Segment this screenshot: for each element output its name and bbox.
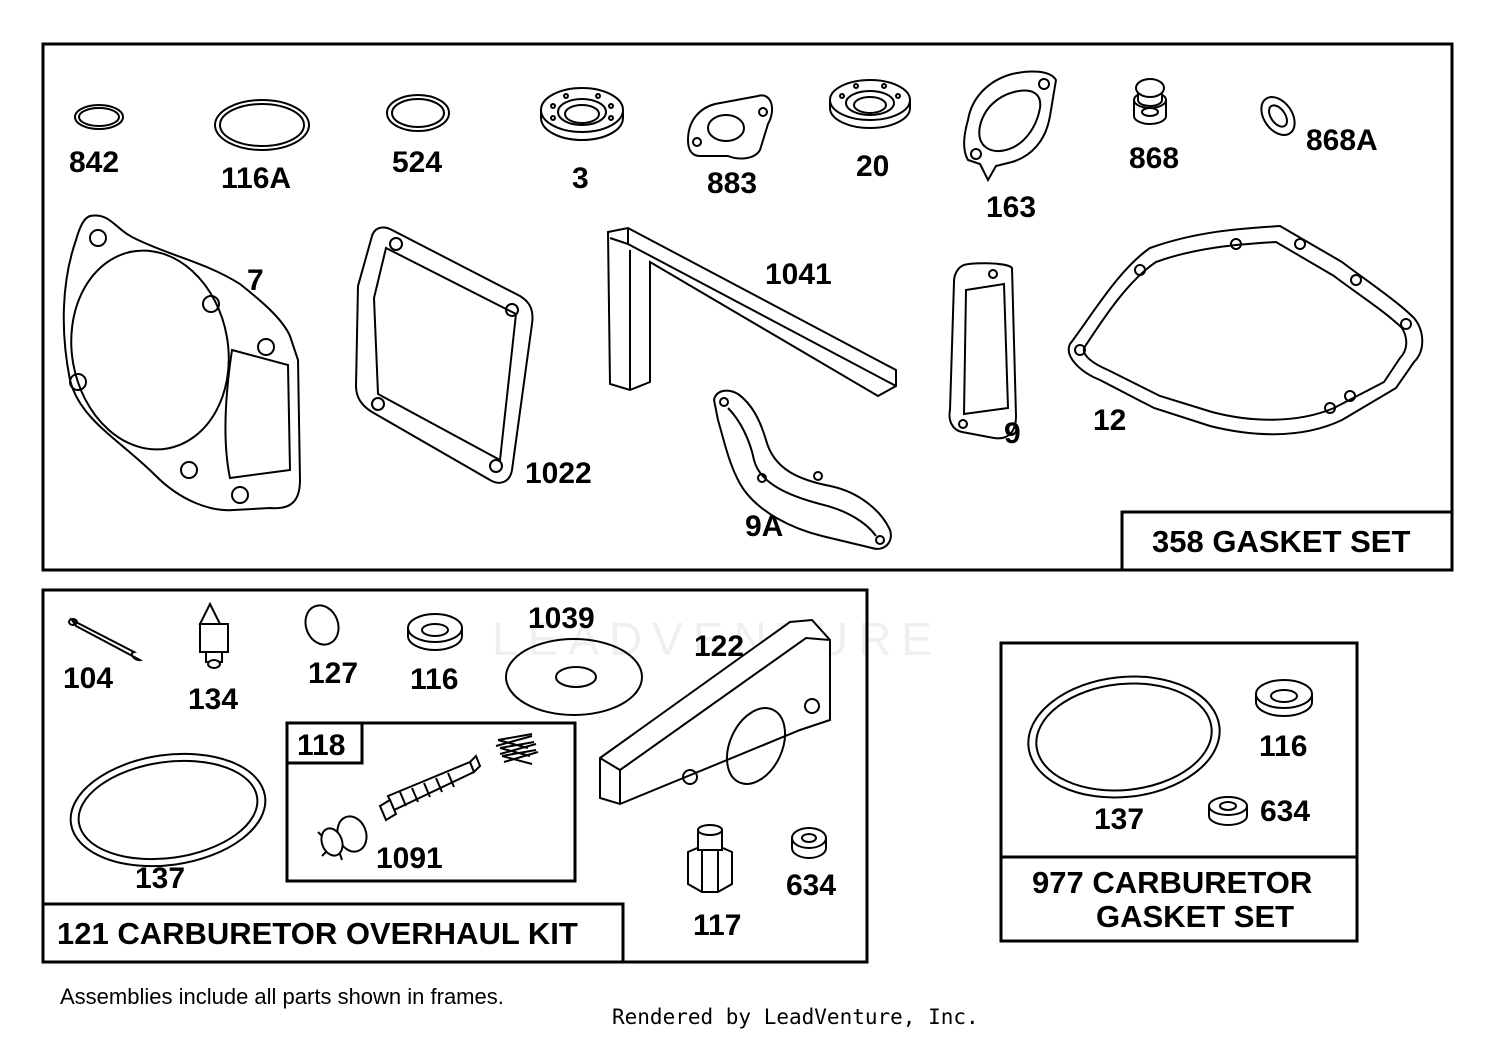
render-credit: Rendered by LeadVenture, Inc. bbox=[612, 1005, 979, 1029]
washer-868A-part bbox=[1260, 96, 1296, 136]
label-977-116: 116 bbox=[1259, 730, 1307, 763]
label-842: 842 bbox=[69, 146, 119, 179]
label-116: 116 bbox=[410, 663, 458, 696]
gasket-set-title-box bbox=[1120, 510, 1454, 572]
label-104: 104 bbox=[63, 662, 113, 695]
spacer-122-part bbox=[599, 618, 831, 806]
washer-977-634-part bbox=[1208, 796, 1248, 826]
spring-part bbox=[495, 733, 539, 765]
subassembly-118-frame bbox=[285, 721, 577, 883]
cap-868-part bbox=[1133, 78, 1167, 125]
label-9: 9 bbox=[1004, 417, 1021, 450]
gasket-12-part bbox=[1067, 224, 1424, 436]
seal-20-part bbox=[829, 79, 911, 129]
gasket-1022-part bbox=[354, 226, 534, 484]
label-122: 122 bbox=[694, 630, 744, 663]
gasket-163-part bbox=[963, 70, 1058, 183]
needle-134-part bbox=[198, 601, 229, 669]
carb-gasket-title-line2: GASKET SET bbox=[1096, 899, 1294, 934]
head-gasket-7-part bbox=[62, 214, 302, 512]
label-20: 20 bbox=[856, 150, 889, 183]
washer-977-116-part bbox=[1255, 679, 1313, 717]
gasket-9A-part bbox=[712, 389, 892, 550]
carb-kit-title: 121 CARBURETOR OVERHAUL KIT bbox=[57, 916, 578, 951]
plug-127-part bbox=[304, 604, 340, 646]
label-868: 868 bbox=[1129, 142, 1179, 175]
washer-116-part bbox=[407, 613, 463, 651]
carb-kit-title-box bbox=[41, 902, 625, 964]
oring-116A-part bbox=[214, 99, 310, 151]
label-127: 127 bbox=[308, 657, 358, 690]
label-1039: 1039 bbox=[528, 602, 595, 635]
label-116A: 116A bbox=[221, 162, 291, 195]
oring-524-part bbox=[386, 94, 450, 132]
label-1022: 1022 bbox=[525, 457, 592, 490]
label-134: 134 bbox=[188, 683, 238, 716]
limiter-cap-part bbox=[317, 815, 368, 861]
label-7: 7 bbox=[247, 264, 264, 297]
bracket-1041-part bbox=[606, 226, 897, 398]
assemblies-note: Assemblies include all parts shown in fr… bbox=[60, 984, 504, 1009]
gasket-9-part bbox=[948, 262, 1018, 440]
pin-104-part bbox=[68, 617, 144, 662]
label-883: 883 bbox=[707, 167, 757, 200]
gasket-set-title: 358 GASKET SET bbox=[1152, 524, 1410, 559]
label-12: 12 bbox=[1093, 404, 1126, 437]
seal-ring-977-137-part bbox=[1027, 675, 1221, 799]
seal-3-part bbox=[540, 87, 624, 141]
subassembly-118-label-box bbox=[285, 721, 364, 765]
label-868A: 868A bbox=[1306, 124, 1378, 157]
label-117: 117 bbox=[693, 909, 741, 942]
washer-634-part bbox=[791, 827, 827, 859]
carb-gasket-frame bbox=[999, 641, 1359, 943]
label-1041: 1041 bbox=[765, 258, 832, 291]
gasket-set-frame bbox=[41, 42, 1454, 572]
oring-842-part bbox=[74, 104, 124, 130]
mixture-screw-1091-part bbox=[378, 754, 482, 822]
label-3: 3 bbox=[572, 162, 589, 195]
label-137: 137 bbox=[135, 862, 185, 895]
label-977-634: 634 bbox=[1260, 795, 1310, 828]
jet-117-part bbox=[687, 824, 733, 893]
gasket-883-part bbox=[686, 94, 774, 160]
diaphragm-1039-part bbox=[505, 638, 643, 716]
label-118: 118 bbox=[297, 729, 345, 762]
label-1091: 1091 bbox=[376, 842, 443, 875]
seal-ring-137-part bbox=[69, 752, 267, 868]
label-9A: 9A bbox=[745, 510, 783, 543]
label-634: 634 bbox=[786, 869, 836, 902]
label-977-137: 137 bbox=[1094, 803, 1144, 836]
label-524: 524 bbox=[392, 146, 442, 179]
label-163: 163 bbox=[986, 191, 1036, 224]
carb-gasket-title-line1: 977 CARBURETOR bbox=[1032, 865, 1312, 900]
